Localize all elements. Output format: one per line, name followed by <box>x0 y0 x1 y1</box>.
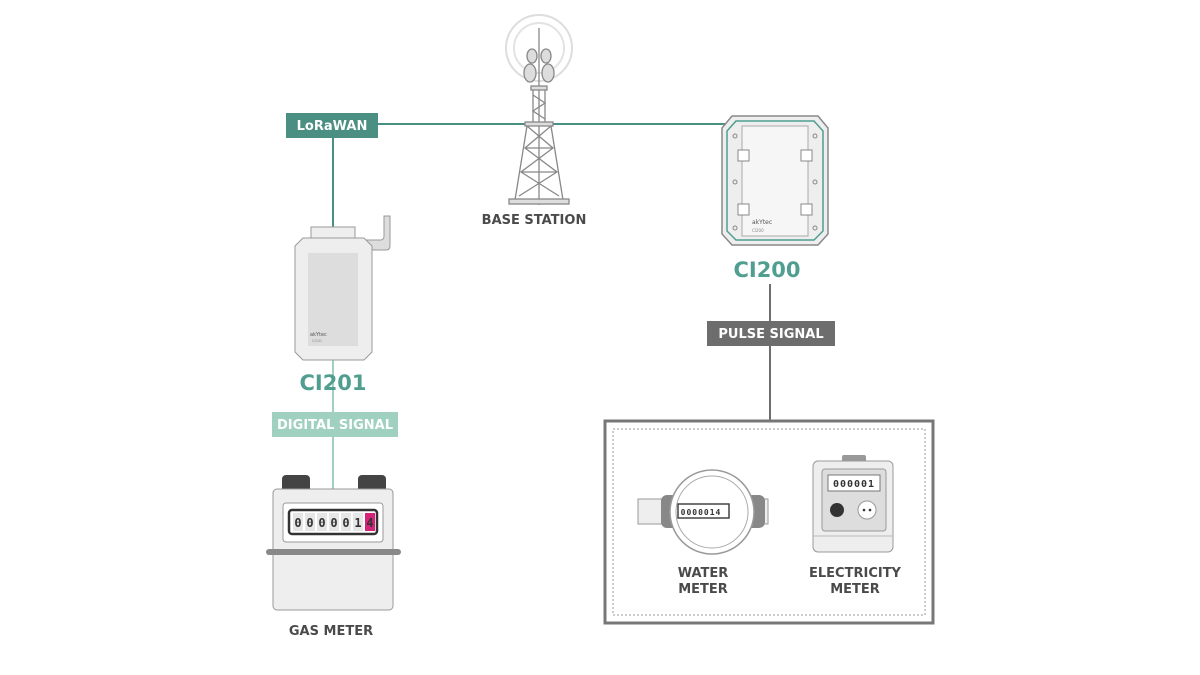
ci201-model-text: CI201 <box>312 339 322 343</box>
water-meter-label-2: METER <box>678 582 728 597</box>
ci200-label: CI200 <box>733 258 800 282</box>
gas-digit-wheel <box>317 513 327 531</box>
electricity-meter-icon: 000001 <box>812 455 894 553</box>
gas-digit-wheel <box>365 513 375 531</box>
water-meter-reading: 0000014 <box>681 508 722 517</box>
base-station-label: BASE STATION <box>482 213 587 228</box>
gas-digit: 0 <box>306 516 313 530</box>
gas-digit-wheel <box>305 513 315 531</box>
gas-digit: 0 <box>342 516 349 530</box>
lorawan-label: LoRaWAN <box>297 119 368 134</box>
gas-digit-wheel <box>341 513 351 531</box>
gas-digit: 0 <box>294 516 301 530</box>
ci201-label: CI201 <box>299 371 366 395</box>
gas-digit-wheel <box>353 513 363 531</box>
ci200-model-text: CI200 <box>752 228 764 233</box>
ci200-brand-logo: akYtec <box>752 219 772 226</box>
ci201-brand-logo: akYtec <box>310 332 327 338</box>
digital-signal-tag: DIGITAL SIGNAL <box>272 412 398 437</box>
gas-digit-wheel <box>329 513 339 531</box>
electricity-meter-label-1: ELECTRICITY <box>809 566 902 581</box>
electricity-meter-label-2: METER <box>830 582 880 597</box>
gas-meter-label: GAS METER <box>289 624 373 639</box>
base-station-tower-icon <box>505 14 573 205</box>
gas-digit-wheel <box>293 513 303 531</box>
gas-digit: 1 <box>354 516 361 530</box>
electricity-meter-reading: 000001 <box>833 479 875 490</box>
gas-digit: 0 <box>330 516 337 530</box>
water-meter-icon: 0000014 <box>637 469 769 555</box>
pulse-signal-label: PULSE SIGNAL <box>718 327 823 342</box>
digital-signal-label: DIGITAL SIGNAL <box>277 418 393 433</box>
ci201-device-icon: akYtec CI201 <box>294 215 391 361</box>
pulse-signal-tag: PULSE SIGNAL <box>707 321 835 346</box>
gas-digit: 0 <box>318 516 325 530</box>
lorawan-tag: LoRaWAN <box>286 113 378 138</box>
ci200-device-icon: akYtec CI200 <box>721 115 829 246</box>
gas-digit: 4 <box>366 516 373 530</box>
water-meter-label-1: WATER <box>678 566 729 581</box>
